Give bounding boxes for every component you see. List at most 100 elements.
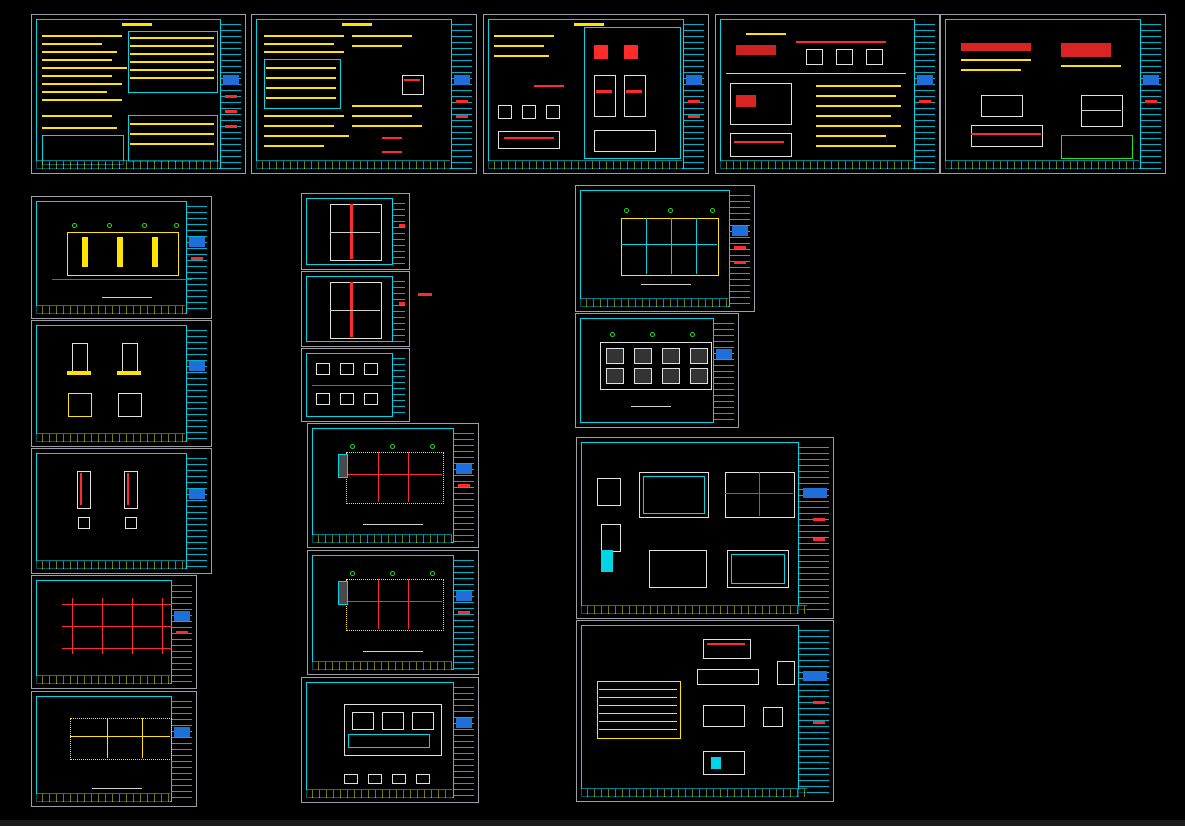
stray-mark	[418, 293, 432, 296]
footing-plan	[68, 393, 92, 417]
title-block	[453, 682, 474, 798]
footing-strip	[152, 237, 158, 267]
sheet-footer	[36, 793, 170, 802]
floor-outline	[346, 452, 444, 504]
detail-drawing	[730, 83, 792, 125]
title-block-mark	[813, 701, 825, 704]
drawing-sheet-13[interactable]	[301, 348, 410, 422]
detail-drawing	[364, 393, 378, 405]
stair-block	[338, 454, 348, 478]
sheet-footer	[312, 661, 452, 670]
rebar-mark	[796, 41, 886, 43]
table-row	[599, 705, 677, 706]
grid-line	[132, 598, 133, 654]
rebar-mark	[971, 133, 1041, 135]
column-detail	[594, 75, 616, 117]
drawing-sheet-17[interactable]	[575, 185, 755, 312]
detail-drawing	[316, 363, 330, 375]
table-row	[266, 97, 336, 99]
drawing-sheet-19[interactable]	[576, 437, 834, 619]
note-line	[816, 95, 896, 97]
grid-line	[346, 474, 442, 475]
drawing-sheet-9[interactable]	[31, 575, 197, 689]
drawing-sheet-6[interactable]	[31, 196, 212, 319]
rebar-line	[759, 472, 760, 516]
drawing-sheet-2[interactable]	[251, 14, 477, 174]
roof-purlin	[646, 218, 647, 274]
table-row	[599, 697, 677, 698]
detail-drawing	[866, 49, 883, 65]
footing-detail	[981, 95, 1023, 117]
footing-base	[67, 371, 91, 375]
column-section	[522, 105, 536, 119]
section-detail	[597, 478, 621, 506]
title-block	[171, 696, 192, 802]
note-line	[816, 135, 886, 137]
sheet-frame	[36, 580, 192, 684]
drawing-sheet-3[interactable]	[483, 14, 709, 174]
column-section	[78, 517, 90, 529]
drawing-sheet-4[interactable]	[715, 14, 940, 174]
title-block-mark	[399, 302, 405, 305]
sheet-footer	[256, 160, 450, 169]
logo-icon	[174, 611, 190, 621]
detail-drawing	[340, 393, 354, 405]
table-row	[130, 53, 214, 55]
title-block	[1140, 19, 1161, 169]
drawing-sheet-5[interactable]	[940, 14, 1166, 174]
footing-pad	[606, 368, 624, 384]
table-row	[130, 69, 214, 71]
rebar-mark	[596, 90, 612, 93]
detail-drawing	[416, 774, 430, 784]
sheet-footer	[720, 160, 913, 169]
sheet-footer	[580, 298, 728, 307]
sheet-footer	[312, 534, 452, 543]
beam-layout	[70, 718, 172, 760]
column-detail	[624, 75, 646, 117]
logo-icon	[803, 671, 827, 681]
table	[128, 31, 218, 93]
drawing-title	[92, 788, 142, 789]
drawing-sheet-15[interactable]	[307, 550, 479, 675]
drawing-sheet-1[interactable]	[31, 14, 246, 174]
sheet-footer	[581, 605, 807, 614]
floor-outline	[344, 704, 442, 756]
room	[382, 712, 404, 730]
detail-drawing	[344, 774, 358, 784]
drawing-sheet-8[interactable]	[31, 448, 212, 574]
title-block	[683, 19, 704, 169]
detail-drawing	[316, 393, 330, 405]
table-row	[130, 77, 214, 79]
drawing-sheet-14[interactable]	[307, 423, 479, 548]
detail-panel	[584, 27, 681, 159]
drawing-sheet-16[interactable]	[301, 677, 479, 803]
roof-outline	[621, 218, 719, 276]
detail-drawing	[697, 669, 759, 685]
drawing-sheet-11[interactable]	[301, 193, 410, 270]
note-line	[42, 35, 122, 37]
drawing-sheet-7[interactable]	[31, 320, 212, 447]
sheet-footer	[36, 433, 185, 442]
room	[412, 712, 434, 730]
note-line	[352, 45, 402, 47]
footing-detail	[971, 125, 1043, 147]
drawing-sheet-20[interactable]	[576, 620, 834, 802]
wall-line	[348, 734, 430, 748]
drawing-sheet-12[interactable]	[301, 271, 410, 347]
grid-bubble	[650, 332, 655, 337]
detail-drawing	[1061, 135, 1133, 159]
logo-icon	[174, 727, 190, 737]
note-line	[42, 59, 112, 61]
sheet-footer	[36, 560, 185, 569]
sheet-footer	[306, 789, 452, 798]
drawing-sheet-10[interactable]	[31, 691, 197, 807]
table-row	[599, 689, 677, 690]
drawing-sheet-18[interactable]	[575, 313, 739, 428]
status-bar	[0, 820, 1185, 826]
note-line	[264, 51, 344, 53]
sheet-footer	[36, 675, 170, 684]
title-block	[451, 19, 472, 169]
tank-wall	[731, 554, 785, 584]
detail-drawing	[736, 45, 776, 55]
tank-section	[727, 550, 789, 588]
